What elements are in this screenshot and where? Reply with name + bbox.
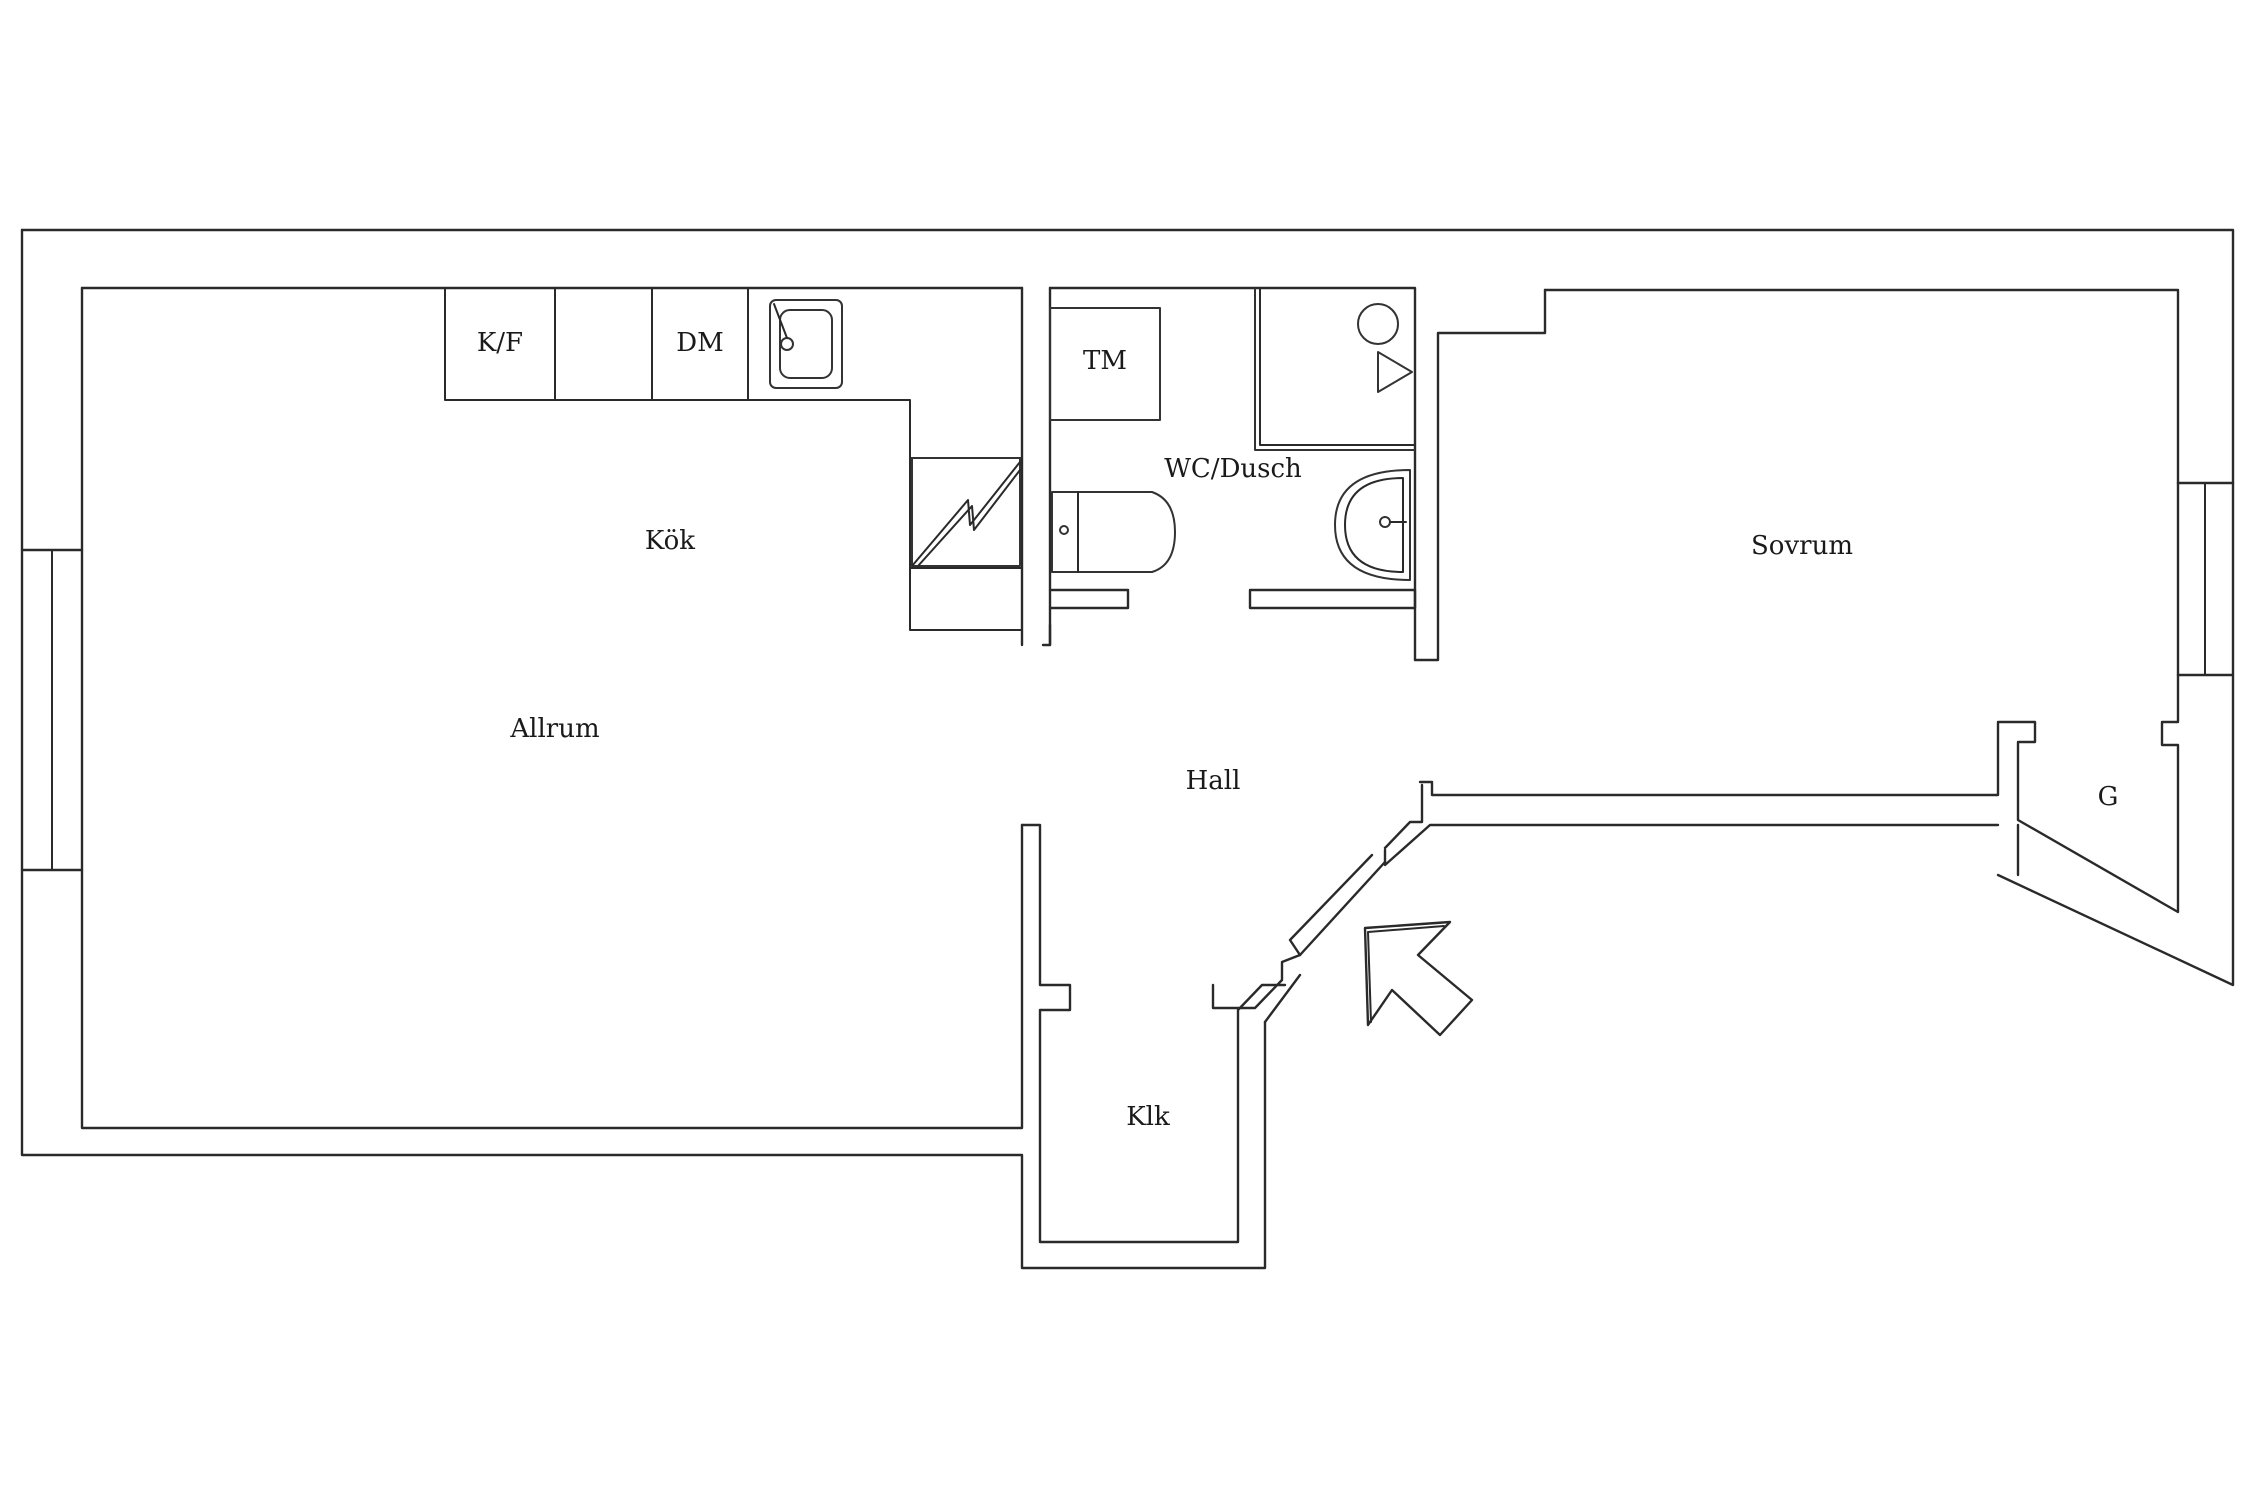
label-allrum: Allrum: [509, 714, 599, 744]
room-labels: Kök Allrum Hall WC/Dusch Sovrum Klk G K/…: [477, 328, 2119, 1132]
shower-icon: [1254, 287, 1416, 451]
label-dm: DM: [676, 328, 723, 358]
washbasin-icon: [1334, 469, 1411, 581]
label-wc-dusch: WC/Dusch: [1164, 454, 1302, 484]
toilet-icon: [1051, 491, 1176, 573]
label-hall: Hall: [1186, 766, 1241, 796]
interior-walls: [1020, 286, 2020, 1244]
tm-box: [1049, 307, 1161, 421]
entrance-arrow-icon: [1363, 920, 1474, 1037]
label-tm: TM: [1083, 346, 1127, 376]
label-klk: Klk: [1126, 1102, 1170, 1132]
label-kok: Kök: [645, 526, 695, 556]
kitchen-sink-icon: [769, 299, 843, 389]
label-g: G: [2098, 782, 2119, 812]
label-kf: K/F: [477, 328, 523, 358]
stove-icon: [911, 457, 1021, 567]
label-sovrum: Sovrum: [1751, 531, 1853, 561]
kitchen-counter: [444, 287, 1023, 631]
outer-walls: [20, 228, 2235, 1270]
